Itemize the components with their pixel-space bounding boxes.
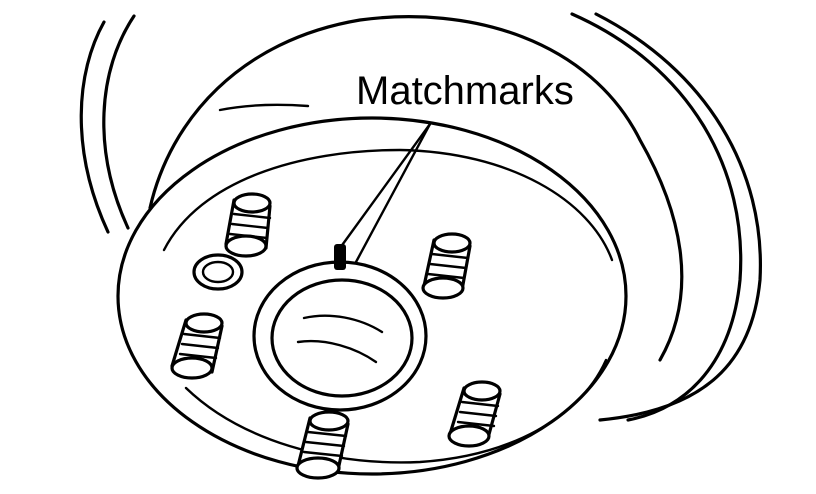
inspection-hole-inner [201,260,235,284]
matchmark-notch [334,244,346,270]
drum-outer-rim-left [79,20,110,234]
drum-outer-rim-right [570,12,743,422]
hub-face-inner-ring [162,148,614,262]
matchmarks-label: Matchmarks [356,69,574,113]
callout-leader [338,122,432,264]
center-cap-outer [252,260,428,412]
wheel-stud-right [421,232,472,300]
center-cap-inner [270,278,414,398]
hub-face-outer [116,116,628,476]
hub-center-cap [252,260,428,412]
hub-face-lower-ring [184,358,608,464]
matchmark [334,244,346,270]
wheel-stud-bottom [295,410,350,480]
drum-outer-rim-left-inner [102,14,136,230]
drum-dome-outline [148,15,684,362]
inspection-hole-outer [192,253,244,291]
wheel-stud-left [170,312,224,380]
wheel-stud-top-left [224,192,272,258]
wheel-stud-lower-right [447,380,502,448]
center-cap-shine-2 [296,340,378,364]
brake-drum [79,12,763,422]
inspection-hole [192,253,244,291]
leader-line-to-hub-mark [338,122,432,250]
leader-line-to-drum-mark [354,122,432,264]
wheel-hub [116,116,628,476]
center-cap-shine-1 [302,314,384,334]
drum-dome-highlight [218,103,310,112]
drum-outer-rim-right-inner [594,12,763,422]
